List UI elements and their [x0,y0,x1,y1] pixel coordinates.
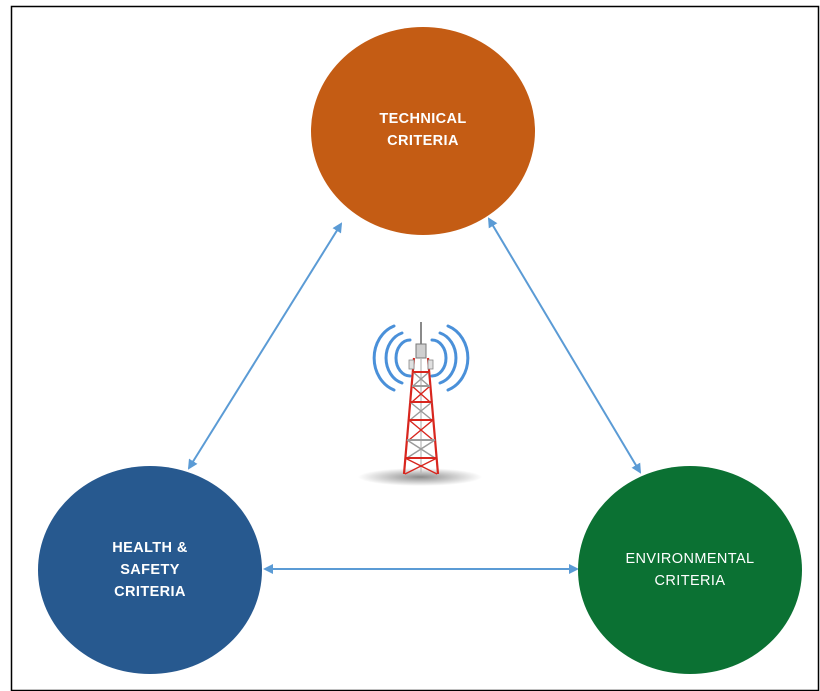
health-safety-criteria-label: HEALTH & SAFETY CRITERIA [112,540,188,600]
connector-technical-health [187,222,343,470]
health-safety-criteria-circle [38,466,262,674]
technical-criteria-label: TECHNICAL CRITERIA [379,111,467,149]
technical-criteria-circle [311,27,535,235]
environmental-criteria-label: ENVIRONMENTAL CRITERIA [625,551,755,589]
connector-technical-environmental [487,217,642,474]
environmental-criteria-circle [578,466,802,674]
telecom-tower-icon [358,322,482,486]
